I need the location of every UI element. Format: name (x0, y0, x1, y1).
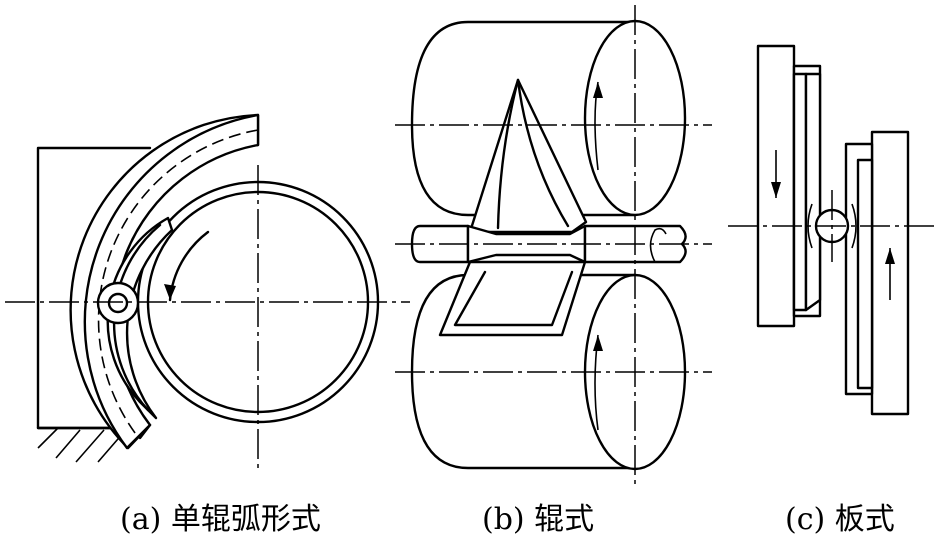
workpiece-inner (107, 292, 129, 314)
arc-die-dash (97, 129, 259, 438)
caption-b: (b) 辊式 (482, 502, 595, 537)
lower-wedge-inner (453, 270, 574, 327)
right-plate-front (856, 158, 874, 390)
rotation-arrowhead (164, 284, 176, 300)
bar-rotation-arrow (649, 227, 667, 263)
lower-wedge (438, 260, 587, 337)
upper-wedge-ridge2 (516, 78, 570, 228)
caption-a: (a) 单辊弧形式 (120, 502, 321, 537)
plate-type-figure (728, 44, 936, 416)
roll-type-figure (395, 5, 712, 485)
left-plate-arrowhead (771, 182, 781, 198)
lower-roll-arrowhead (593, 335, 603, 351)
upper-wedge-ridge (496, 78, 520, 230)
caption-c: (c) 板式 (785, 502, 895, 537)
left-plate-bevel (804, 72, 822, 312)
left-plate-front (792, 72, 808, 312)
workpiece-outer (96, 281, 140, 325)
ground-hatch (37, 427, 125, 463)
right-plate-arrowhead (885, 248, 895, 264)
upper-roll-arrowhead (593, 82, 603, 98)
single-roll-arc-figure (5, 113, 410, 470)
arc-die-body (83, 113, 260, 450)
